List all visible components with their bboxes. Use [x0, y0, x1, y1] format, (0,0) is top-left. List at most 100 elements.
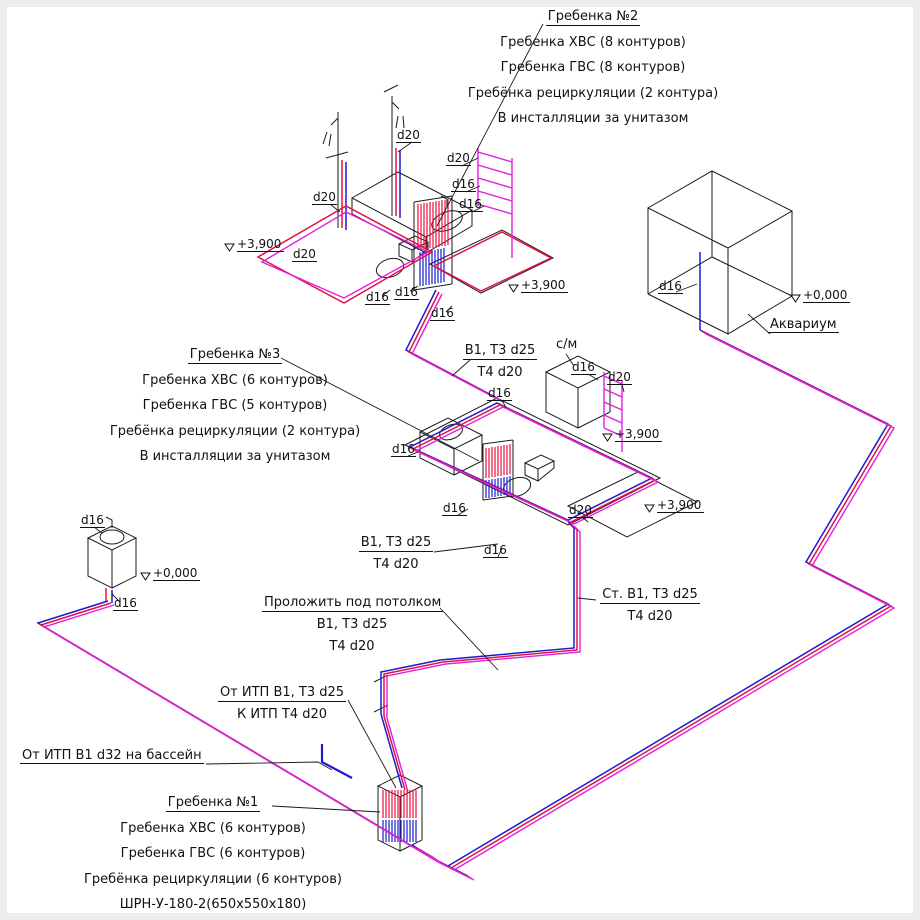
- pipe-diameter-label: d16: [80, 513, 105, 528]
- annotation-title-row: От ИТП В1, Т3 d25: [212, 682, 352, 704]
- towel-rail-mid: [603, 372, 623, 452]
- annotation-title-row: Проложить под потолком: [262, 592, 444, 614]
- annotation-line: Гребенка ГВС (8 контуров): [500, 60, 686, 75]
- annotation-title-row: Ст. В1, Т3 d25: [592, 584, 708, 606]
- shower-cold-feeds: [345, 150, 401, 230]
- annotation-line: Гребёнка рециркуляции (2 контура): [467, 85, 719, 101]
- annotation-line: Гребенка ХВС (8 контуров): [500, 34, 686, 50]
- branch-upper-line1: В1, Т3 d25: [462, 343, 538, 360]
- annotation-title-row: Гребенка №3: [95, 342, 375, 368]
- annotation-line: Гребенка ГВС (6 контуров): [120, 846, 306, 861]
- annotation-line: В инсталляции за унитазом: [139, 449, 331, 464]
- left-platform-recirc-loop: [260, 211, 430, 299]
- pipe-diameter-label: d20: [607, 370, 632, 385]
- elevation-value: +3,900: [237, 238, 285, 252]
- pipe-diameter-label: d16: [365, 290, 390, 305]
- manifold1-title: Гребенка №1: [165, 795, 261, 812]
- manifold-frames: [376, 195, 514, 852]
- branch-lower-line1: В1, Т3 d25: [358, 535, 434, 552]
- elevation-value: +3,900: [521, 279, 569, 293]
- ceiling-run-annotation: Проложить под потолком В1, Т3 d25 Т4 d20: [262, 592, 444, 658]
- washing-machine-annotation: с/м: [556, 337, 577, 352]
- toilet-bowl-top: [375, 257, 405, 279]
- annotation-line: К ИТП Т4 d20: [236, 707, 328, 722]
- annotation-line: В инсталляции за унитазом: [497, 111, 689, 126]
- branch-upper-annotation: В1, Т3 d25 Т4 d20: [452, 340, 548, 384]
- elevation-mark: +3,900: [508, 279, 569, 293]
- right-platform-hot-loop: [432, 231, 553, 292]
- elevation-marker-icon: [140, 572, 151, 581]
- annotation-title-row: Гребенка №2: [448, 4, 738, 30]
- washing-machine-label: с/м: [556, 337, 578, 352]
- annotation-title-row: В1, Т3 d25: [348, 532, 444, 554]
- pipe-diameter-label: d16: [458, 197, 483, 212]
- manifold1-hot-hatch: [382, 790, 417, 818]
- elevation-marker-icon: [644, 504, 655, 513]
- annotation-title-row: В1, Т3 d25: [452, 340, 548, 362]
- pipe-diameter-label: d16: [487, 386, 512, 401]
- elevation-mark: +0,000: [140, 567, 201, 581]
- pipe-diameter-label: d16: [442, 501, 467, 516]
- manifold3-hot-hatch: [485, 444, 511, 478]
- hot-water-branches: [105, 148, 553, 601]
- itp-pool-label: От ИТП В1 d32 на бассейн: [20, 748, 204, 764]
- shower-hot-feeds: [341, 148, 397, 228]
- pipe-diameter-label: d16: [451, 177, 476, 192]
- aquarium-box: [646, 170, 794, 335]
- manifold1-annotation: Гребенка №1 Гребенка ХВС (6 контуров) Гр…: [68, 790, 358, 918]
- itp-supply-annotation: От ИТП В1, Т3 d25 К ИТП Т4 d20: [212, 682, 352, 726]
- elevation-marker-icon: [508, 284, 519, 293]
- basin-left: [99, 529, 125, 545]
- elevation-value: +0,000: [153, 567, 201, 581]
- manifold2-title: Гребенка №2: [545, 9, 641, 26]
- pipe-diameter-label: d16: [571, 360, 596, 375]
- elevation-mark: +0,000: [790, 289, 851, 303]
- pipe-diameter-label: d16: [430, 306, 455, 321]
- annotation-line: Гребёнка рециркуляции (6 контуров): [84, 871, 342, 887]
- elevation-marker-icon: [790, 294, 801, 303]
- elevation-mark: +3,900: [644, 499, 705, 513]
- aquarium-annotation: Аквариум: [768, 317, 839, 333]
- elevation-marker-icon: [602, 433, 613, 442]
- pipe-diameter-label: d20: [396, 128, 421, 143]
- pipe-diameter-label: d16: [394, 285, 419, 300]
- recirculation-branches: [260, 148, 623, 452]
- leader-lines: [93, 23, 771, 813]
- annotation-line: Т4 d20: [627, 609, 673, 624]
- manifold3-annotation: Гребенка №3 Гребенка ХВС (6 контуров) Гр…: [95, 342, 375, 470]
- annotation-line: Гребенка ГВС (5 контуров): [142, 398, 328, 413]
- elevation-value: +3,900: [615, 428, 663, 442]
- manifold2-annotation: Гребенка №2 Гребенка ХВС (8 контуров) Гр…: [448, 4, 738, 132]
- annotation-line: Гребенка ХВС (6 контуров): [142, 372, 328, 388]
- elevation-value: +3,900: [657, 499, 705, 513]
- riser-annotation: Ст. В1, Т3 d25 Т4 d20: [592, 584, 708, 628]
- elevation-value: +0,000: [803, 289, 851, 303]
- pipe-diameter-label: d16: [113, 596, 138, 611]
- cold-water-branches: [111, 150, 701, 779]
- itp-supply-line1: От ИТП В1, Т3 d25: [217, 685, 347, 702]
- toilet-cistern-mid: [523, 454, 556, 482]
- pipe-diameter-label: d20: [446, 151, 471, 166]
- pipe-diameter-label: d16: [391, 442, 416, 457]
- pipe-diameter-label: d16: [483, 543, 508, 558]
- pipe-diameter-label: d20: [312, 190, 337, 205]
- elevation-marker-icon: [224, 243, 235, 252]
- pipe-diameter-label: d16: [658, 279, 683, 294]
- shower-columns: [322, 84, 405, 228]
- annotation-line: Т4 d20: [373, 557, 419, 572]
- annotation-title-row: Гребенка №1: [68, 790, 358, 816]
- annotation-line: В1, Т3 d25: [316, 617, 388, 632]
- left-platform-hot-loop: [256, 205, 434, 304]
- left-sink-cabinet: [86, 525, 138, 589]
- pipe-diameter-label: d20: [292, 247, 317, 262]
- annotation-line: Гребёнка рециркуляции (2 контура): [109, 423, 361, 439]
- itp-pool-annotation: От ИТП В1 d32 на бассейн: [20, 748, 204, 764]
- elevation-mark: +3,900: [602, 428, 663, 442]
- washing-machine-box: [544, 355, 612, 429]
- pipe-diameter-label: d20: [568, 503, 593, 518]
- manifold3-title: Гребенка №3: [187, 347, 283, 364]
- annotation-line: ШРН-У-180-2(650х550х180): [119, 897, 307, 912]
- towel-rail-top: [477, 148, 513, 258]
